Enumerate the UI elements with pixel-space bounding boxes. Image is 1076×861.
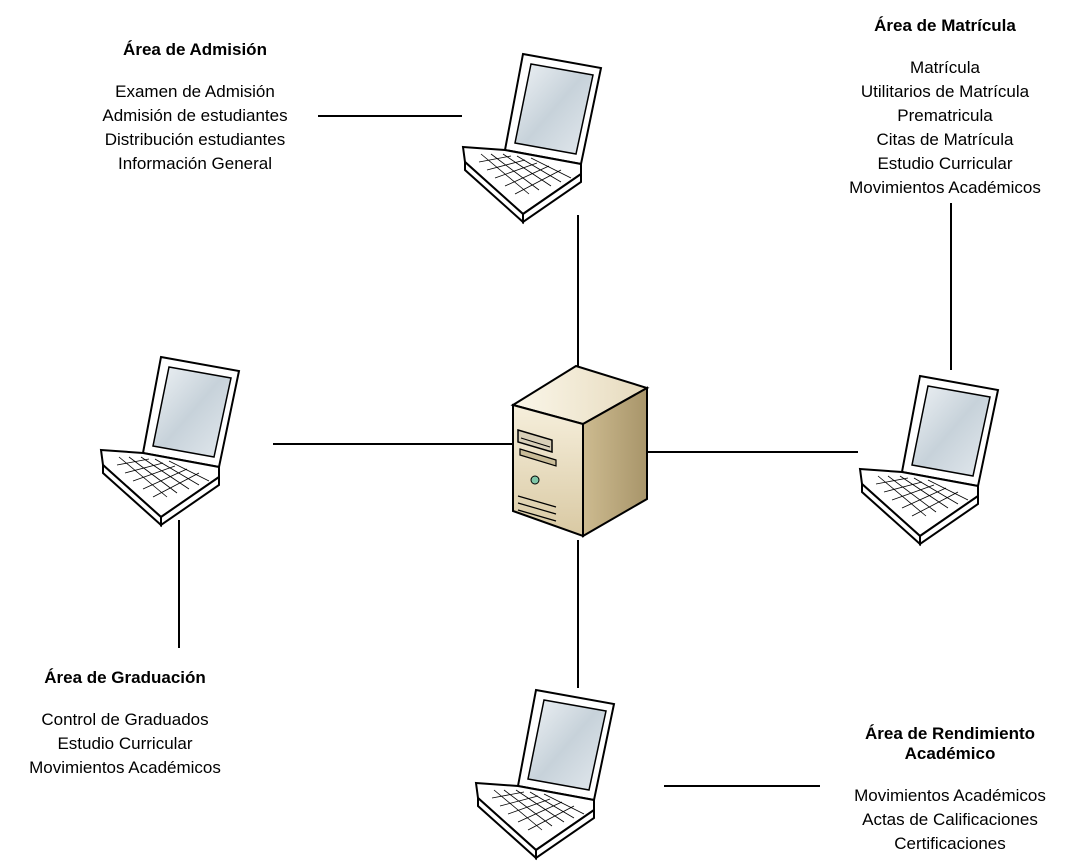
area-admision-item: Admisión de estudiantes [102, 106, 288, 125]
area-matricula: Área de Matrícula Matrícula Utilitarios … [815, 16, 1075, 200]
area-rendimiento-item: Certificaciones [894, 834, 1006, 853]
area-rendimiento-title-line: Área de Rendimiento [864, 724, 1036, 743]
area-matricula-item: Utilitarios de Matrícula [860, 82, 1030, 101]
laptop-icon [859, 375, 999, 545]
area-graduacion-item: Estudio Curricular [57, 734, 193, 753]
area-matricula-item: Matrícula [910, 58, 980, 77]
area-graduacion-item: Control de Graduados [41, 710, 209, 729]
area-graduacion-title: Área de Graduación [44, 668, 206, 687]
area-admision-title: Área de Admisión [123, 40, 267, 59]
area-admision-item: Examen de Admisión [115, 82, 275, 101]
area-graduacion: Área de Graduación Control de Graduados … [0, 668, 250, 780]
area-graduacion-item: Movimientos Académicos [29, 758, 221, 777]
area-rendimiento-item: Movimientos Académicos [854, 786, 1046, 805]
area-matricula-item: Estudio Curricular [877, 154, 1013, 173]
area-rendimiento-item: Actas de Calificaciones [862, 810, 1038, 829]
area-admision-item: Información General [117, 154, 273, 173]
area-rendimiento: Área de Rendimiento Académico Movimiento… [825, 724, 1075, 856]
area-admision-item: Distribución estudiantes [104, 130, 286, 149]
server-icon [510, 364, 650, 538]
area-matricula-item: Citas de Matrícula [876, 130, 1014, 149]
laptop-icon [100, 356, 240, 526]
area-matricula-item: Prematricula [897, 106, 993, 125]
area-matricula-item: Movimientos Académicos [849, 178, 1041, 197]
laptop-icon [462, 53, 602, 223]
connection-lines [178, 115, 952, 787]
laptop-icon [475, 689, 615, 859]
area-matricula-title: Área de Matrícula [874, 16, 1016, 35]
area-admision: Área de Admisión Examen de Admisión Admi… [60, 40, 330, 176]
area-rendimiento-title-line: Académico [904, 744, 996, 763]
area-rendimiento-title: Área de Rendimiento Académico [825, 724, 1075, 764]
